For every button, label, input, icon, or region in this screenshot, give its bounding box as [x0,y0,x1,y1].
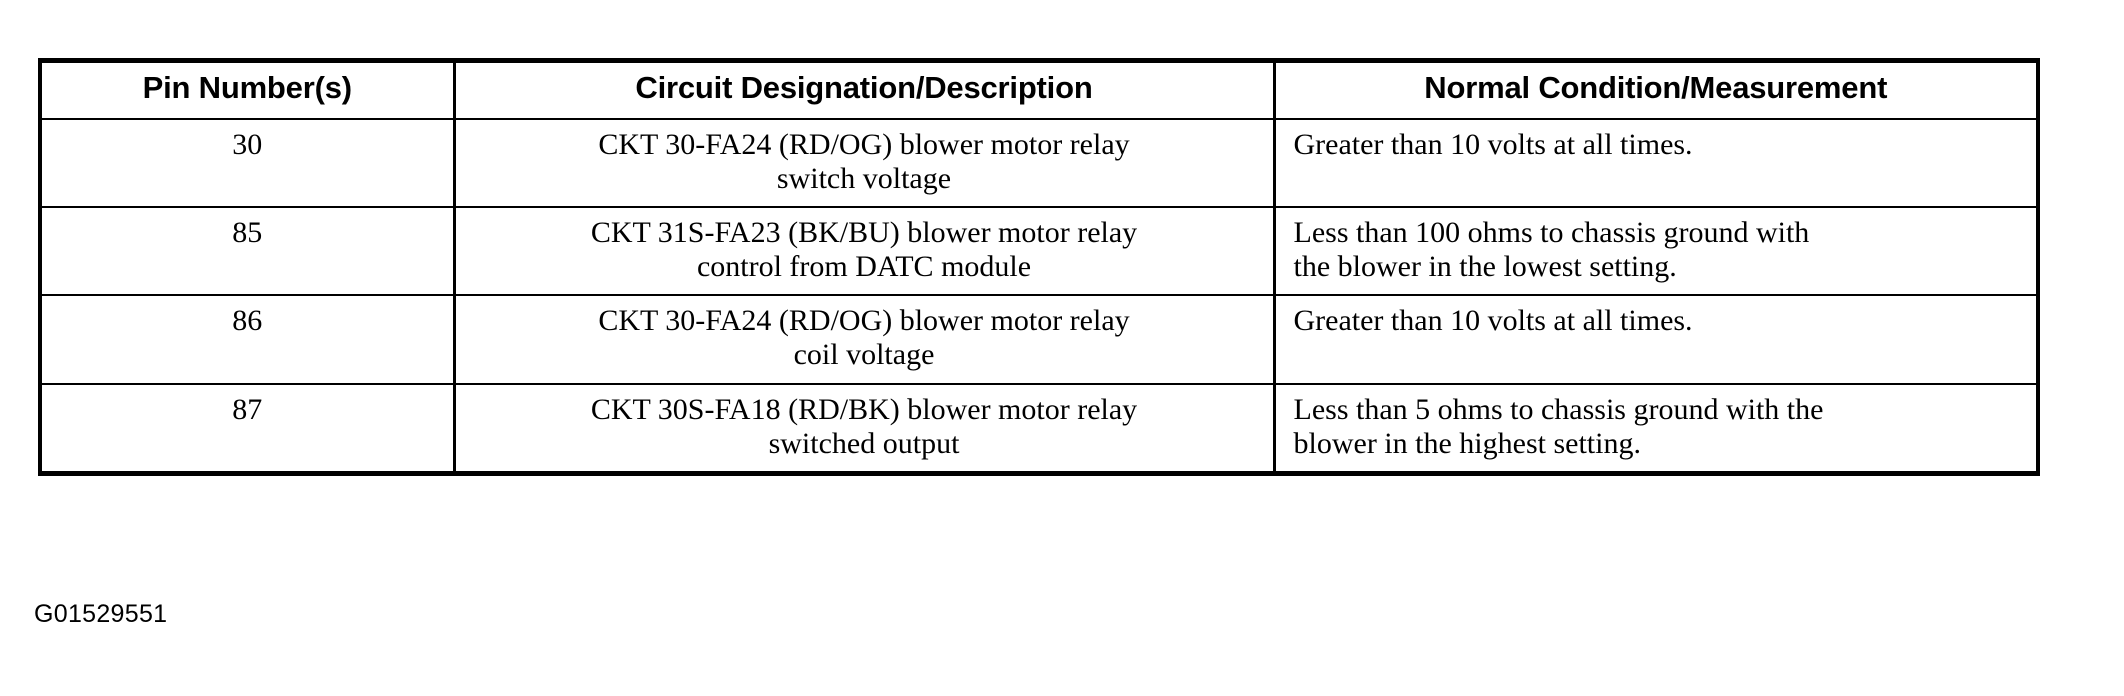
table-body: 30 CKT 30-FA24 (RD/OG) blower motor rela… [40,118,2038,474]
cell-circuit-designation: CKT 30-FA24 (RD/OG) blower motor relay s… [454,118,1276,208]
cell-circuit-designation: CKT 30S-FA18 (RD/BK) blower motor relay … [454,383,1276,474]
cell-pin-number: 86 [40,295,456,385]
table-row: 87 CKT 30S-FA18 (RD/BK) blower motor rel… [40,383,2038,474]
figure-code-label: G01529551 [34,600,168,628]
table-header: Pin Number(s) Circuit Designation/Descri… [40,60,2038,120]
cell-line: Greater than 10 volts at all times. [1293,304,1693,338]
cell-normal-condition: Greater than 10 volts at all times. [1274,295,2038,385]
pin-specification-table: Pin Number(s) Circuit Designation/Descri… [38,58,2040,477]
cell-line: control from DATC module [696,250,1032,284]
cell-line: Greater than 10 volts at all times. [1293,127,1693,161]
cell-line: CKT 30S-FA18 (RD/BK) blower motor relay [590,392,1138,426]
cell-line: Less than 100 ohms to chassis ground wit… [1293,215,1810,249]
cell-line: switch voltage [776,161,952,195]
cell-line: CKT 30-FA24 (RD/OG) blower motor relay [598,304,1130,338]
column-header-circuit-designation: Circuit Designation/Description [454,60,1276,120]
cell-circuit-designation: CKT 30-FA24 (RD/OG) blower motor relay c… [454,295,1276,385]
cell-normal-condition: Less than 5 ohms to chassis ground with … [1274,384,2038,474]
cell-normal-condition: Less than 100 ohms to chassis ground wit… [1274,206,2038,297]
pin-specification-table-container: Pin Number(s) Circuit Designation/Descri… [38,58,2040,477]
cell-circuit-designation: CKT 31S-FA23 (BK/BU) blower motor relay … [454,206,1276,297]
cell-line: CKT 31S-FA23 (BK/BU) blower motor relay [590,215,1138,249]
column-header-pin-number: Pin Number(s) [40,60,456,120]
table-row: 30 CKT 30-FA24 (RD/OG) blower motor rela… [40,118,2038,208]
table-row: 86 CKT 30-FA24 (RD/OG) blower motor rela… [40,295,2038,385]
cell-line: CKT 30-FA24 (RD/OG) blower motor relay [598,127,1130,161]
cell-pin-number: 87 [40,383,456,474]
cell-normal-condition: Greater than 10 volts at all times. [1274,118,2038,208]
cell-line: coil voltage [793,338,935,372]
cell-pin-number: 85 [40,206,456,297]
cell-pin-number: 30 [40,118,456,208]
cell-line: switched output [768,426,960,460]
table-row: 85 CKT 31S-FA23 (BK/BU) blower motor rel… [40,206,2038,297]
cell-line: Less than 5 ohms to chassis ground with … [1293,392,1824,426]
cell-line: the blower in the lowest setting. [1293,250,1677,284]
cell-line: blower in the highest setting. [1293,426,1641,460]
column-header-normal-condition: Normal Condition/Measurement [1274,60,2038,120]
table-header-row: Pin Number(s) Circuit Designation/Descri… [40,60,2038,120]
